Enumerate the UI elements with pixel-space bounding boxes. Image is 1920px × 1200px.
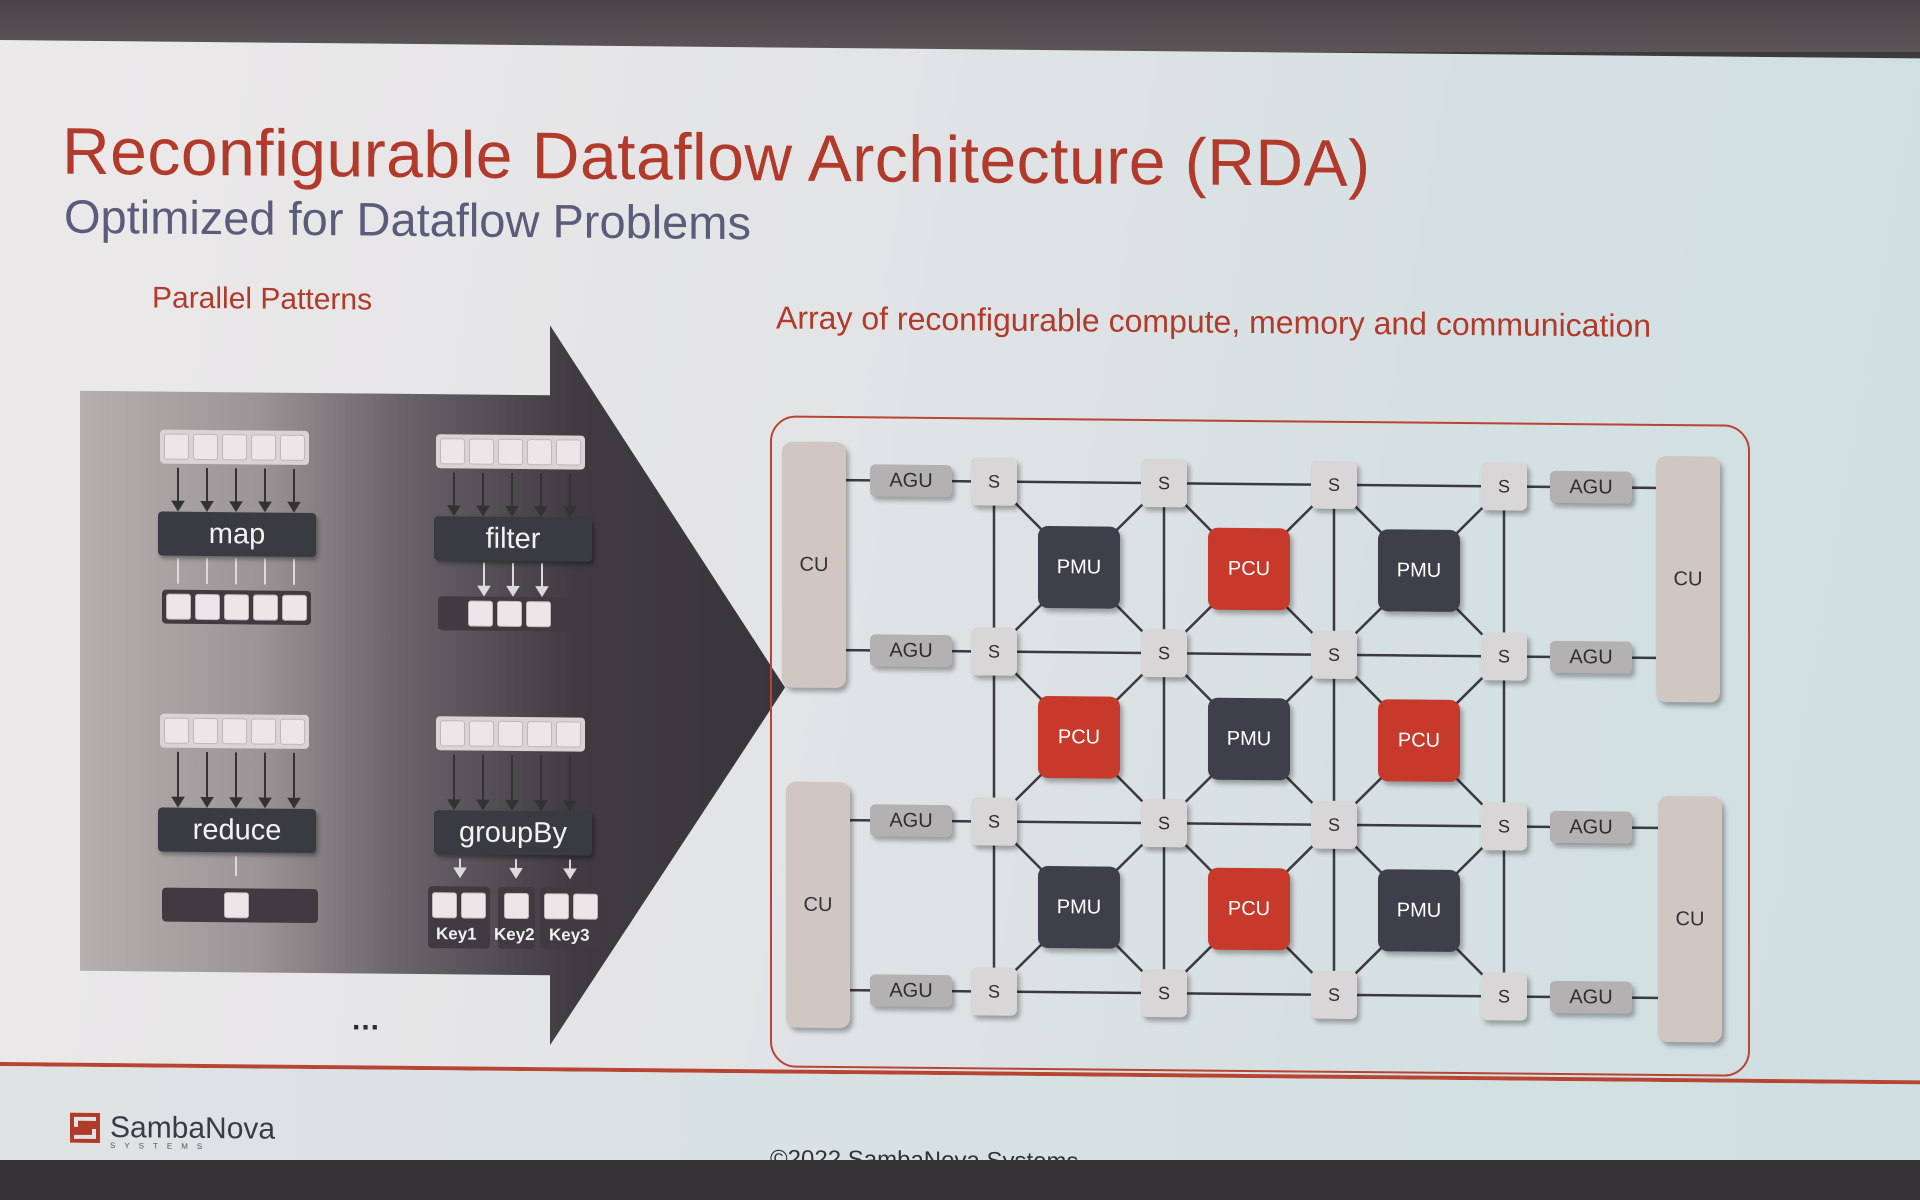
switch-r1-c1: S (971, 457, 1017, 506)
switch-r4-c2: S (1141, 968, 1187, 1018)
reduce-arrows (171, 751, 301, 877)
slide-title: Reconfigurable Dataflow Architecture (RD… (62, 113, 1371, 201)
pmu-r3-c3: PMU (1378, 869, 1460, 953)
filter-output-row (438, 596, 584, 632)
agu-right-2: AGU (1550, 640, 1632, 674)
switch-r4-c4: S (1481, 972, 1527, 1021)
sambanova-logo-icon (70, 1112, 100, 1143)
dataflow-arrow-shape (80, 325, 785, 1046)
groupby-key3-label: Key3 (549, 925, 590, 945)
screen-bezel-bottom (0, 1160, 1920, 1200)
reduce-operator: reduce (158, 807, 316, 854)
switch-r4-c3: S (1311, 970, 1357, 1020)
sambanova-logo: SambaNova SYSTEMS (68, 1109, 275, 1152)
map-operator: map (158, 511, 316, 558)
agu-left-1: AGU (870, 464, 952, 498)
switch-r1-c4: S (1481, 462, 1527, 511)
switch-r2-c4: S (1481, 632, 1527, 681)
agu-left-3: AGU (870, 804, 952, 838)
array-heading: Array of reconfigurable compute, memory … (776, 299, 1652, 344)
cu-top-right: CU (1656, 455, 1720, 703)
agu-left-2: AGU (870, 634, 952, 668)
switch-r3-c3: S (1311, 800, 1357, 850)
groupby-key1-label: Key1 (436, 924, 477, 944)
filter-input-row (436, 434, 585, 470)
pcu-r3-c2: PCU (1208, 867, 1290, 951)
reduce-output-row (162, 887, 318, 924)
logo-subtext: SYSTEMS (110, 1141, 212, 1152)
pcu-r2-c1: PCU (1038, 695, 1120, 779)
map-input-row (160, 429, 309, 465)
map-output-row (162, 589, 311, 625)
pmu-r3-c1: PMU (1038, 865, 1120, 949)
switch-r3-c1: S (971, 797, 1017, 846)
map-arrows (171, 467, 301, 585)
agu-right-3: AGU (1550, 810, 1632, 844)
cu-top-left: CU (782, 441, 846, 689)
filter-arrows (447, 472, 577, 598)
switch-r3-c2: S (1141, 798, 1187, 848)
pmu-r2-c2: PMU (1208, 697, 1290, 781)
agu-right-1: AGU (1550, 470, 1632, 504)
groupby-input-row (436, 716, 585, 752)
pcu-r1-c2: PCU (1208, 527, 1290, 611)
switch-r1-c3: S (1311, 460, 1357, 510)
switch-r2-c3: S (1311, 630, 1357, 680)
switch-r2-c2: S (1141, 628, 1187, 678)
parallel-patterns-heading: Parallel Patterns (152, 281, 373, 317)
slide: Reconfigurable Dataflow Architecture (RD… (0, 40, 1920, 1179)
pmu-r1-c1: PMU (1038, 525, 1120, 609)
switch-r1-c2: S (1141, 458, 1187, 508)
filter-operator: filter (434, 516, 592, 562)
switch-r2-c1: S (971, 627, 1017, 676)
agu-right-4: AGU (1550, 980, 1632, 1014)
cu-bottom-right: CU (1658, 795, 1722, 1043)
switch-r4-c1: S (971, 967, 1017, 1016)
pmu-r1-c3: PMU (1378, 529, 1460, 613)
reduce-input-row (160, 713, 309, 749)
groupby-arrows (447, 754, 577, 880)
cu-bottom-left: CU (786, 781, 850, 1029)
groupby-operator: groupBy (434, 810, 592, 856)
switch-r3-c4: S (1481, 802, 1527, 851)
more-patterns-ellipsis: ... (352, 1003, 381, 1037)
slide-subtitle: Optimized for Dataflow Problems (64, 189, 751, 250)
pcu-r2-c3: PCU (1378, 699, 1460, 783)
rda-array-diagram: CU CU CU CU AGU AGU AGU AGU AGU AGU AGU … (770, 415, 1750, 1077)
groupby-key2-label: Key2 (494, 924, 535, 945)
agu-left-4: AGU (870, 974, 952, 1008)
